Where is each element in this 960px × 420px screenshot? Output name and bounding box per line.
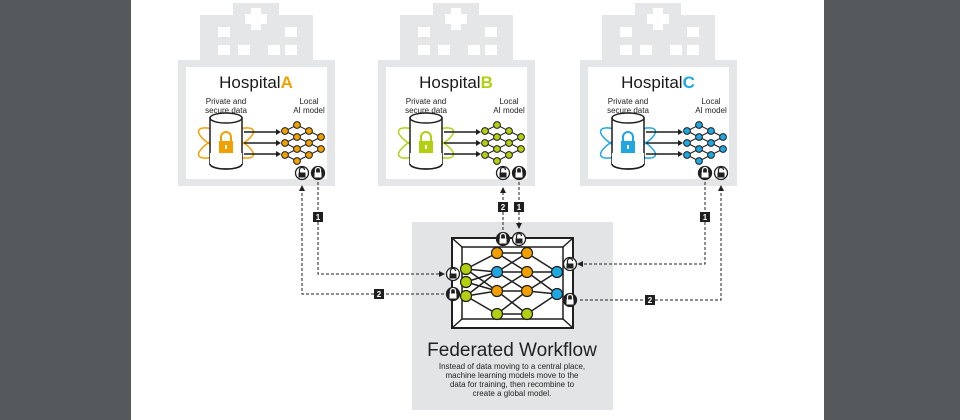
model-label: AI model [695,106,727,115]
data-label: secure data [405,106,447,115]
hospital-title: HospitalA [219,73,293,92]
federated-desc-line-3: data for training, then recombine to [450,380,575,389]
lock-icon [310,165,326,181]
hospital-title: HospitalC [621,73,695,92]
federated-desc-line-2: machine learning models move to the [446,371,580,380]
step-badge-a-2: 2 [374,289,384,299]
model-label: Local [499,97,518,106]
secure-database-icon [599,112,657,170]
svg-text:2: 2 [377,290,382,299]
model-label: AI model [293,106,325,115]
svg-text:1: 1 [703,213,708,222]
step-badge-a-1: 1 [313,212,323,222]
unlock-icon [294,165,310,181]
unlock-icon [562,256,578,272]
svg-text:2: 2 [648,296,653,305]
data-label: Private and [406,97,446,106]
global-model-icon [459,246,564,321]
step-badge-c-1: 1 [700,212,710,222]
secure-database-icon [197,112,255,170]
svg-text:1: 1 [517,203,522,212]
model-label: Local [701,97,720,106]
unlock-icon [495,165,511,181]
federated-desc-line-4: create a global model. [473,389,552,398]
data-label: Private and [206,97,246,106]
model-label: AI model [493,106,525,115]
hospital-title: HospitalB [419,73,493,92]
secure-database-icon [397,112,455,170]
step-badge-c-2: 2 [645,295,655,305]
svg-text:1: 1 [316,213,321,222]
local-model-icon [683,121,727,165]
data-label: Private and [608,97,648,106]
unlock-icon [713,165,729,181]
local-model-icon [481,121,525,165]
local-model-icon [281,121,325,165]
step-badge-b-1: 1 [514,202,524,212]
federated-desc-line-1: Instead of data moving to a central plac… [439,362,585,371]
federated-title: Federated Workflow [427,340,597,361]
svg-text:2: 2 [501,203,506,212]
unlock-icon [511,231,527,247]
unlock-icon [445,266,461,282]
step-badge-b-2: 2 [498,202,508,212]
lock-icon [495,231,511,247]
lock-icon [445,286,461,302]
data-label: secure data [205,106,247,115]
lock-icon [697,165,713,181]
lock-icon [562,292,578,308]
data-label: secure data [607,106,649,115]
lock-icon [511,165,527,181]
model-label: Local [299,97,318,106]
